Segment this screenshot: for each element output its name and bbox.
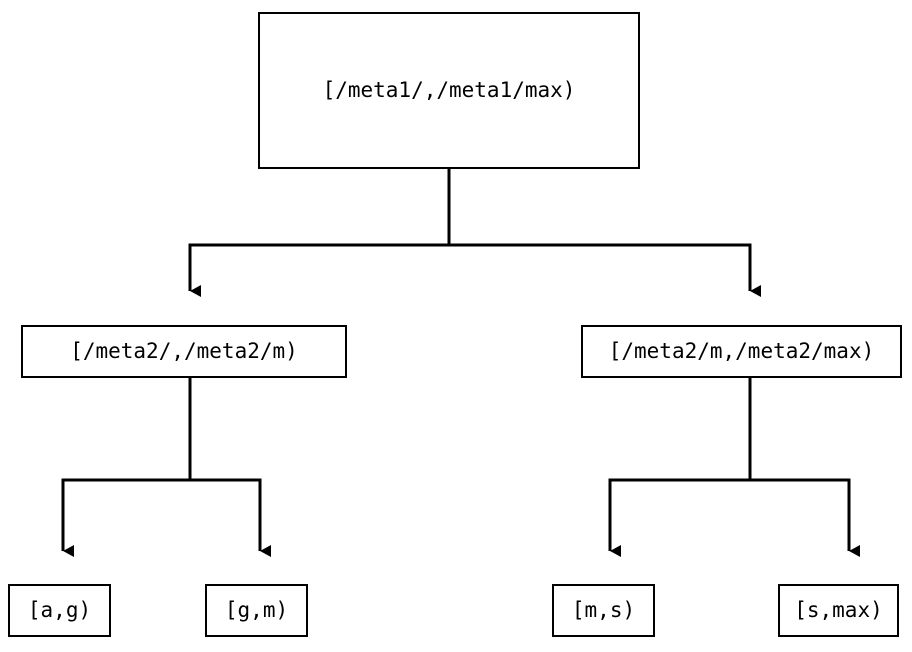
tree-node-root[interactable]: [/meta1/,/meta1/max)	[258, 12, 640, 169]
tree-node-leaf-label: [s,max)	[794, 598, 883, 622]
tree-node-mid-right-label: [/meta2/m,/meta2/max)	[608, 339, 875, 363]
edge-mid-left-to-leaf-0	[61, 378, 192, 557]
tree-node-leaf-label: [g,m)	[224, 598, 289, 622]
tree-node-mid-left[interactable]: [/meta2/,/meta2/m)	[21, 325, 347, 378]
tree-node-mid-left-label: [/meta2/,/meta2/m)	[70, 339, 298, 363]
edge-mid-right-to-leaf-2	[608, 378, 752, 557]
tree-node-leaf-label: [a,g)	[27, 598, 92, 622]
edge-mid-right-to-leaf-3	[750, 478, 860, 557]
tree-node-leaf-label: [m,s)	[571, 598, 636, 622]
tree-node-leaf[interactable]: [m,s)	[552, 584, 655, 637]
edge-root-to-mid-right	[449, 243, 761, 297]
edge-root-to-mid-left	[188, 169, 451, 297]
tree-node-leaf[interactable]: [a,g)	[8, 584, 111, 637]
tree-node-leaf[interactable]: [s,max)	[778, 584, 899, 637]
tree-node-root-label: [/meta1/,/meta1/max)	[322, 78, 576, 102]
tree-node-mid-right[interactable]: [/meta2/m,/meta2/max)	[581, 325, 902, 378]
edge-mid-left-to-leaf-1	[190, 478, 271, 557]
tree-node-leaf[interactable]: [g,m)	[205, 584, 308, 637]
